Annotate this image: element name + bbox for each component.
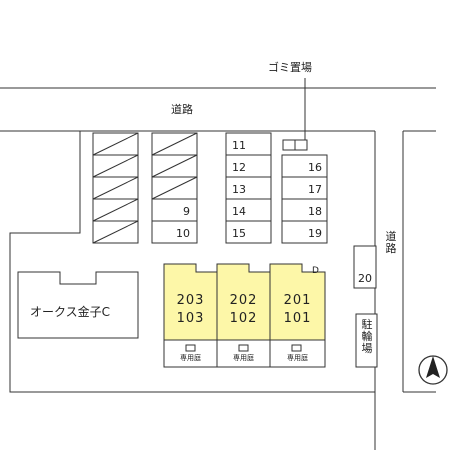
parking-number: 18	[308, 205, 322, 218]
parking-number: 13	[232, 183, 246, 196]
bicycle-parking-label: 駐輪場	[361, 318, 373, 356]
bicycle-parking	[355, 313, 378, 368]
parking-number: 19	[308, 227, 322, 240]
parking-number: 17	[308, 183, 322, 196]
parking-column-hatched-1	[92, 132, 139, 244]
site-boundary	[9, 131, 375, 393]
parking-number-20: 20	[358, 272, 372, 285]
road-right-label: 道路	[385, 230, 397, 256]
garden-label: 専用庭	[233, 354, 254, 362]
unit-number-upper: 201	[283, 293, 312, 308]
parking-number: 10	[176, 227, 190, 240]
unit-number-upper: 202	[229, 293, 258, 308]
neighbor-building	[17, 271, 139, 339]
garden-label: 専用庭	[180, 354, 201, 362]
parking-space-20	[353, 245, 377, 289]
unit-number-lower: 103	[176, 311, 205, 326]
parking-number: 15	[232, 227, 246, 240]
neighbor-building-label: オークス金子C	[30, 305, 111, 319]
parking-column-4	[281, 154, 328, 244]
unit-number-lower: 101	[283, 311, 312, 326]
garbage-station-label: ゴミ置場	[268, 61, 312, 74]
parking-number: 12	[232, 161, 246, 174]
unit-mark: D	[312, 266, 319, 276]
parking-column-2	[151, 132, 198, 244]
private-gardens	[163, 339, 326, 368]
unit-number-upper: 203	[176, 293, 205, 308]
parking-number: 11	[232, 139, 246, 152]
parking-number: 16	[308, 161, 322, 174]
apartment-building	[163, 263, 326, 341]
garden-label: 専用庭	[287, 354, 308, 362]
parking-number: 14	[232, 205, 246, 218]
north-arrow-icon	[418, 355, 448, 385]
road-top-label: 道路	[171, 103, 193, 116]
parking-column-3	[225, 132, 272, 244]
unit-number-lower: 102	[229, 311, 258, 326]
parking-number: 9	[183, 205, 190, 218]
